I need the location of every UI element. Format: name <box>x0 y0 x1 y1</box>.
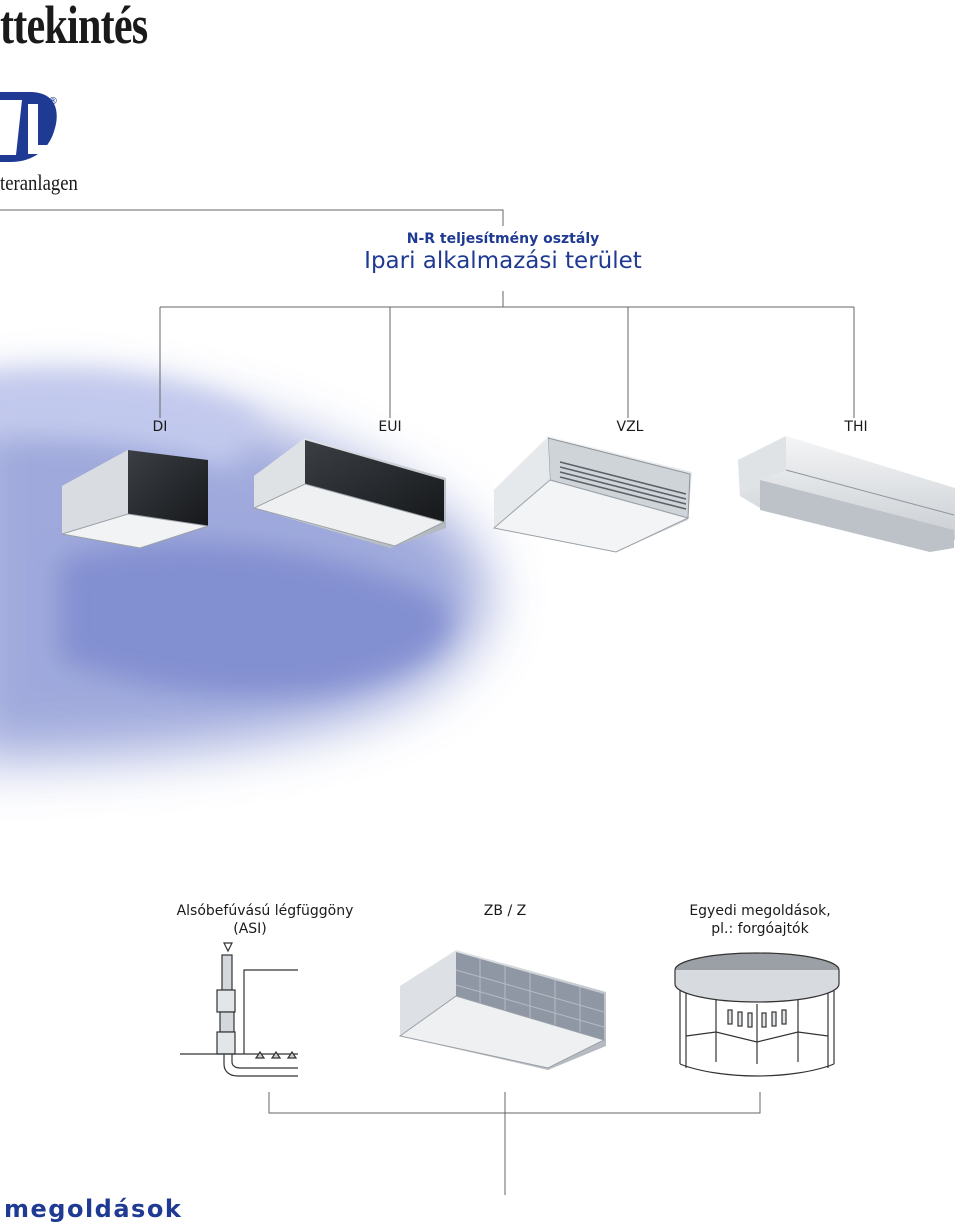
solution-asi-subtitle: (ASI) <box>233 921 267 937</box>
solution-asi-title: Alsóbefúvású légfüggöny <box>176 903 354 919</box>
solution-custom-subtitle: pl.: forgóajtók <box>711 921 809 937</box>
eui-unit-image <box>252 438 446 548</box>
product-label-vzl: VZL <box>616 419 644 435</box>
background-swoosh <box>0 372 488 760</box>
product-label-eui: EUI <box>378 419 402 435</box>
solution-zb-title: ZB / Z <box>483 903 527 919</box>
di-unit-image <box>61 450 209 549</box>
thi-unit-image <box>738 436 955 552</box>
zb-unit-image <box>398 950 606 1070</box>
registered-mark: ® <box>48 96 58 107</box>
product-label-thi: THI <box>844 419 868 435</box>
vzl-unit-image <box>492 436 692 553</box>
solution-custom-title: Egyedi megoldások, <box>689 903 831 919</box>
brand-subtitle: teranlagen <box>0 170 78 195</box>
hierarchy-lines <box>0 209 855 1195</box>
footer-heading: megoldások <box>4 1195 183 1223</box>
brand-logo-icon <box>0 92 57 162</box>
performance-class-label: N-R teljesítmény osztály <box>406 231 600 247</box>
asi-diagram-image <box>180 942 298 1077</box>
product-label-di: DI <box>152 419 168 435</box>
revolving-door-image <box>674 952 840 1077</box>
page-title: ttekintés <box>0 0 148 55</box>
application-area-title: Ipari alkalmazási terület <box>364 248 642 274</box>
